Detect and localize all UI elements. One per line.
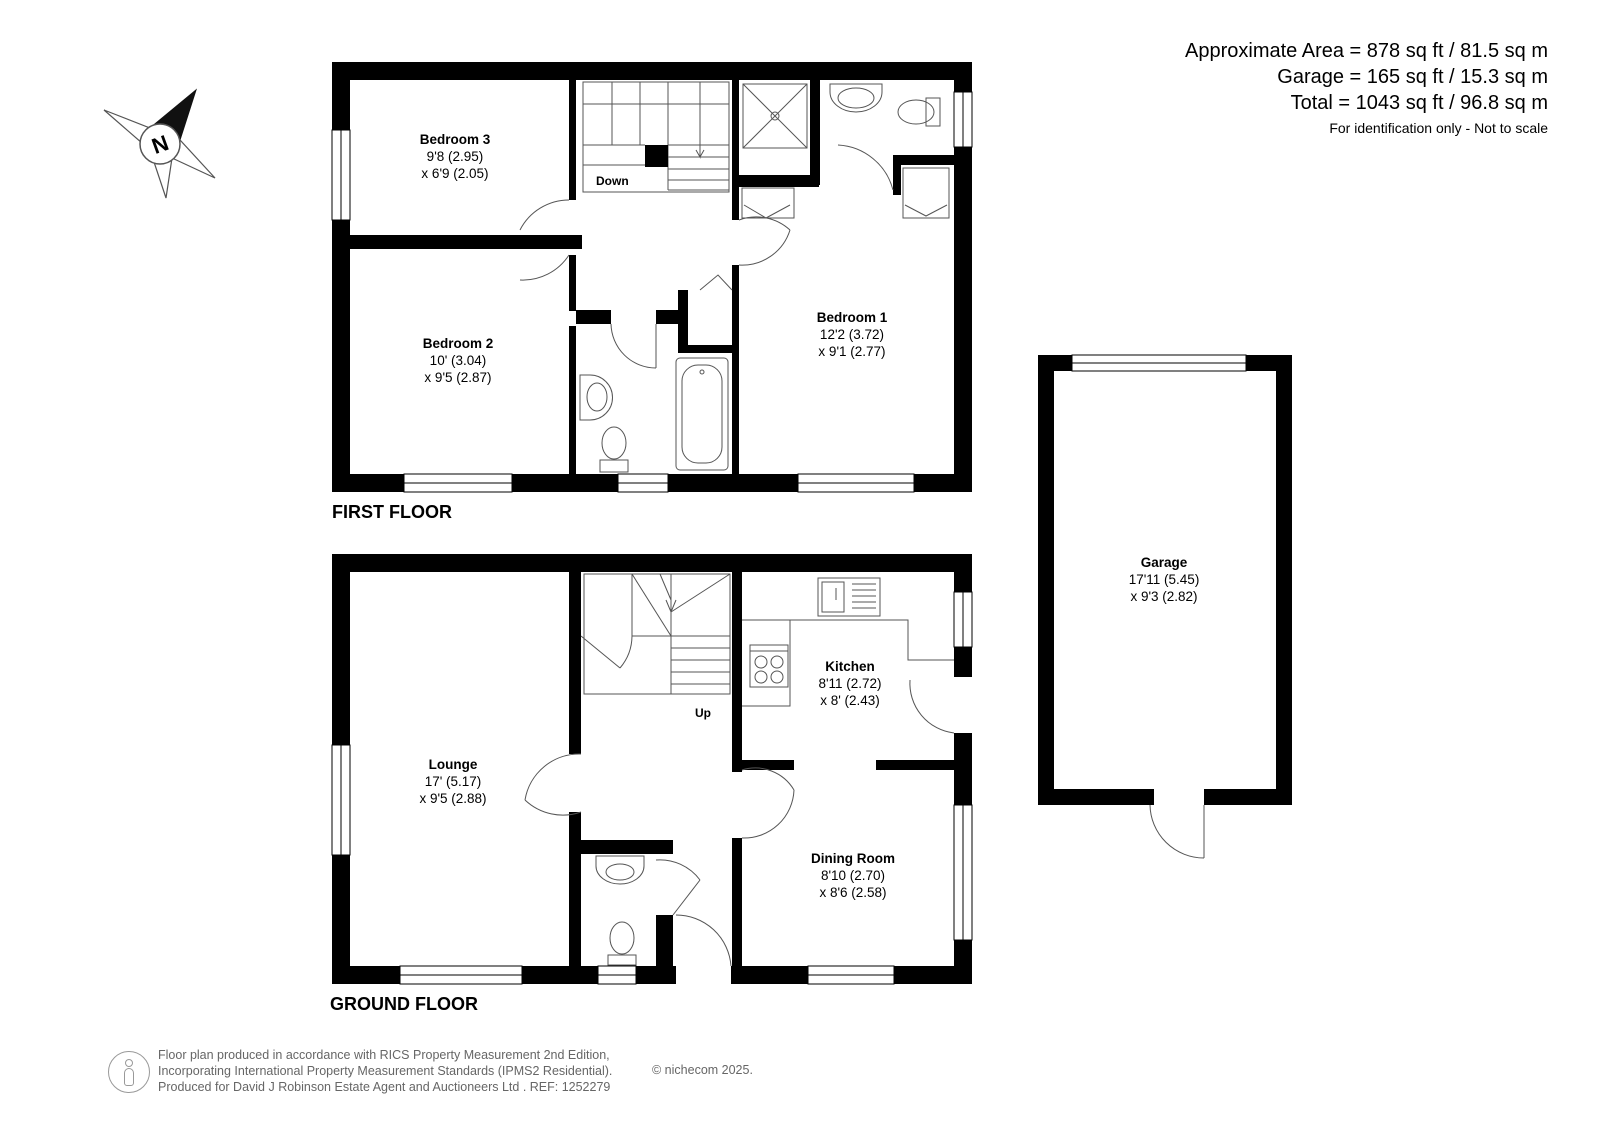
room-dimension: x 8' (2.43): [820, 693, 880, 708]
room-dining: Dining Room 8'10 (2.70) x 8'6 (2.58): [811, 850, 895, 901]
room-dimension: x 9'1 (2.77): [818, 344, 886, 359]
room-bedroom-2: Bedroom 2 10' (3.04) x 9'5 (2.87): [423, 335, 494, 386]
room-name: Kitchen: [825, 659, 875, 674]
room-kitchen: Kitchen 8'11 (2.72) x 8' (2.43): [818, 658, 881, 709]
room-name: Bedroom 1: [816, 310, 888, 325]
room-name: Bedroom 3: [419, 132, 491, 147]
first-floor-plan: [331, 62, 973, 493]
compass-icon: N: [103, 88, 216, 199]
room-dimension: x 6'9 (2.05): [421, 166, 489, 181]
room-dimension: x 8'6 (2.58): [819, 885, 887, 900]
ground-floor-plan: [331, 554, 973, 985]
room-lounge: Lounge 17' (5.17) x 9'5 (2.88): [419, 756, 486, 807]
room-name: Lounge: [428, 757, 478, 772]
footer-line: Floor plan produced in accordance with R…: [158, 1048, 610, 1062]
ground-floor-title: GROUND FLOOR: [330, 994, 478, 1014]
garage-area: Garage = 165 sq ft / 15.3 sq m: [1277, 66, 1548, 88]
total-area: Total = 1043 sq ft / 96.8 sq m: [1290, 92, 1548, 114]
room-name: Dining Room: [811, 851, 895, 866]
room-dimension: 8'11 (2.72): [818, 676, 882, 691]
room-dimension: x 9'5 (2.87): [424, 370, 492, 385]
approximate-area: Approximate Area = 878 sq ft / 81.5 sq m: [1185, 40, 1548, 62]
person-icon: [108, 1051, 150, 1093]
footer-line: Produced for David J Robinson Estate Age…: [158, 1080, 611, 1094]
room-dimension: 8'10 (2.70): [820, 868, 886, 883]
room-dimension: x 9'5 (2.88): [419, 791, 487, 806]
room-bedroom-1: Bedroom 1 12'2 (3.72) x 9'1 (2.77): [817, 309, 888, 360]
room-dimension: 17' (5.17): [424, 774, 482, 789]
scale-note: For identification only - Not to scale: [1329, 120, 1548, 136]
room-dimension: 9'8 (2.95): [426, 149, 484, 164]
room-bedroom-3: Bedroom 3 9'8 (2.95) x 6'9 (2.05): [420, 131, 491, 182]
first-floor-title: FIRST FLOOR: [332, 502, 452, 522]
garage-plan: [1038, 354, 1292, 859]
copyright: © nichecom 2025.: [652, 1063, 753, 1077]
stairs-up-label: Up: [695, 706, 711, 720]
stairs-down-label: Down: [596, 174, 629, 188]
room-dimension: 17'11 (5.45): [1128, 572, 1200, 587]
room-garage: Garage 17'11 (5.45) x 9'3 (2.82): [1129, 554, 1200, 605]
room-dimension: 12'2 (3.72): [819, 327, 885, 342]
footer-notes: Floor plan produced in accordance with R…: [158, 1047, 612, 1095]
footer-line: Incorporating International Property Mea…: [158, 1064, 613, 1078]
room-dimension: x 9'3 (2.82): [1130, 589, 1198, 604]
area-summary: Approximate Area = 878 sq ft / 81.5 sq m…: [1185, 38, 1548, 136]
room-name: Garage: [1140, 555, 1188, 570]
room-dimension: 10' (3.04): [429, 353, 487, 368]
room-name: Bedroom 2: [422, 336, 494, 351]
